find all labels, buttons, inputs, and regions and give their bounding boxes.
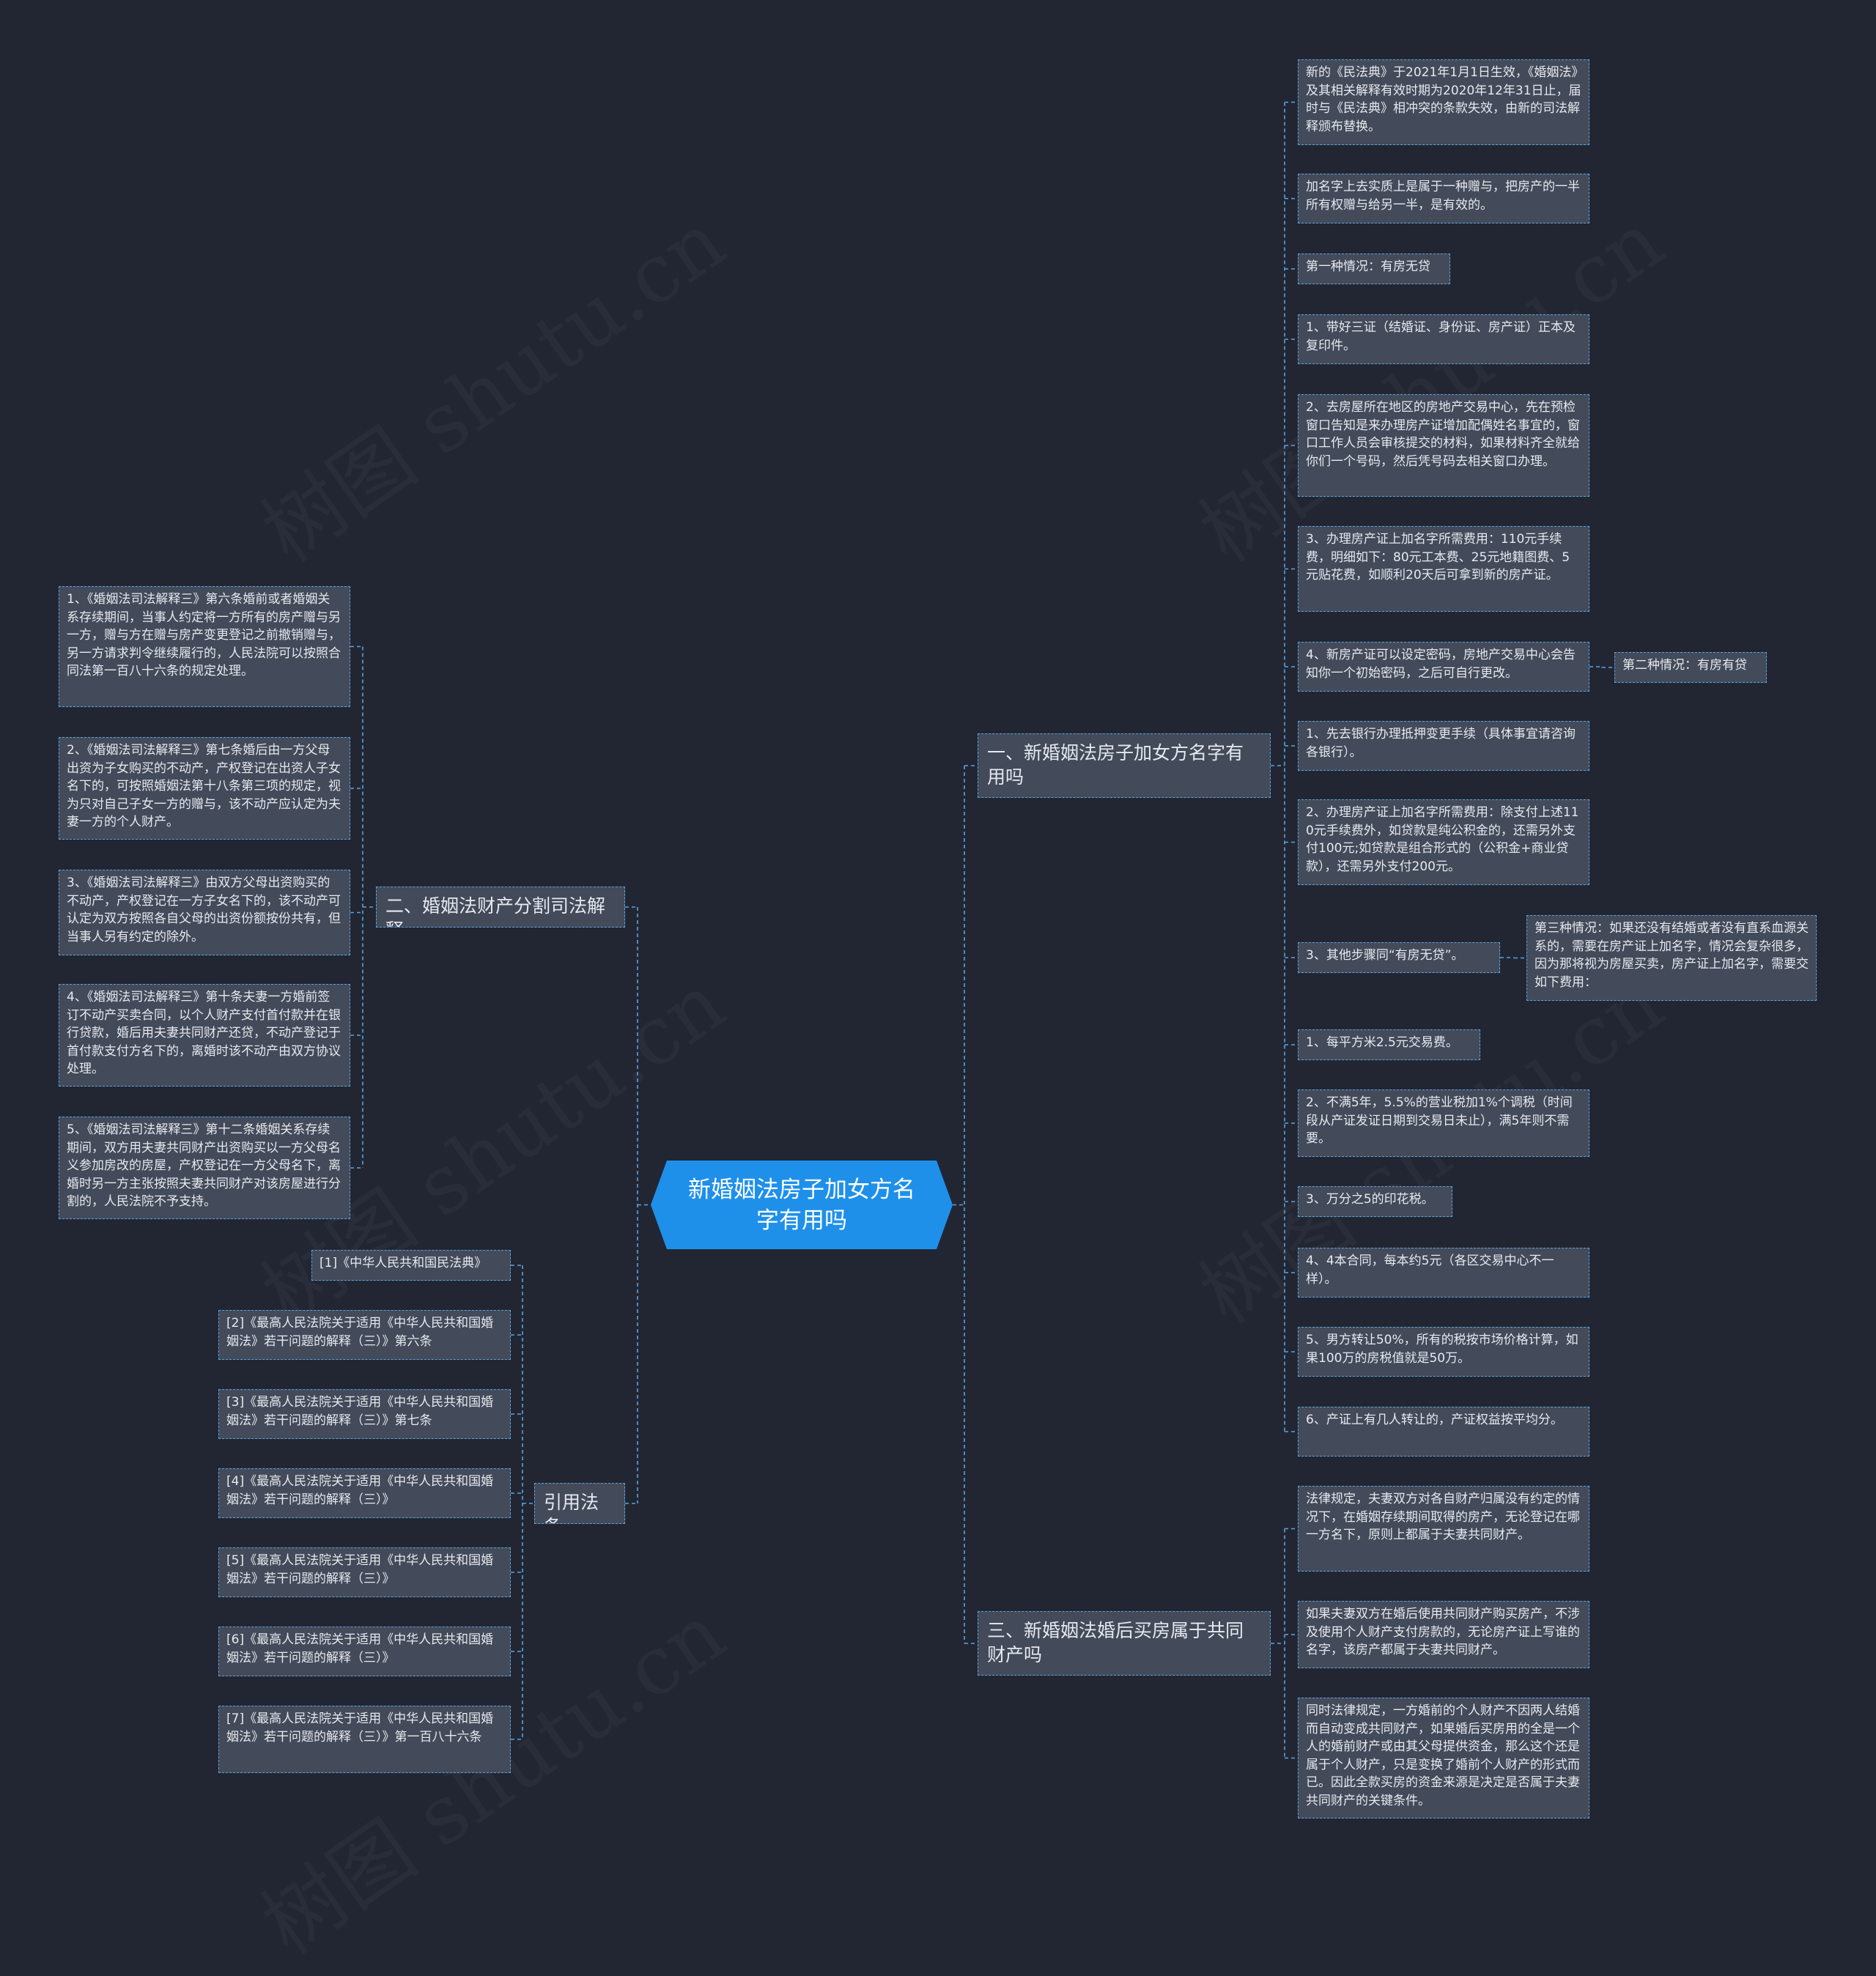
branch-house-name[interactable]: 一、新婚姻法房子加女方名字有用吗 [978,733,1271,798]
list-item[interactable]: [4]《最高人民法院关于适用《中华人民共和国婚姻法》若干问题的解释（三）》 [218,1468,511,1518]
list-item[interactable]: 如果夫妻双方在婚后使用共同财产购买房产，不涉及使用个人财产支付房款的，无论房产证… [1298,1601,1589,1668]
list-item[interactable]: 第一种情况：有房无贷 [1298,254,1450,284]
list-item[interactable]: 6、产证上有几人转让的，产证权益按平均分。 [1298,1407,1589,1457]
list-item[interactable]: 3、万分之5的印花税。 [1298,1186,1452,1217]
list-item[interactable]: 2、办理房产证上加名字所需费用：除支付上述110元手续费外，如贷款是纯公积金的，… [1298,799,1589,885]
branch-property-division[interactable]: 二、婚姻法财产分割司法解释 [376,887,625,928]
list-item[interactable]: 1、每平方米2.5元交易费。 [1298,1029,1480,1060]
list-item[interactable]: [5]《最高人民法院关于适用《中华人民共和国婚姻法》若干问题的解释（三）》 [218,1547,511,1597]
list-item[interactable]: 2、不满5年，5.5%的营业税加1%个调税（时间段从产证发证日期到交易日未止），… [1298,1089,1589,1157]
list-item[interactable]: 3、《婚姻法司法解释三》由双方父母出资购买的不动产，产权登记在一方子女名下的，该… [59,870,350,955]
list-item[interactable]: 同时法律规定，一方婚前的个人财产不因两人结婚而自动变成共同财产，如果婚后买房用的… [1298,1698,1589,1818]
list-item[interactable]: 加名字上去实质上是属于一种赠与，把房产的一半所有权赠与给另一半，是有效的。 [1298,174,1589,223]
list-item[interactable]: [6]《最高人民法院关于适用《中华人民共和国婚姻法》若干问题的解释（三）》 [218,1627,511,1676]
list-item[interactable]: 4、新房产证可以设定密码，房地产交易中心会告知你一个初始密码，之后可自行更改。 [1298,642,1589,692]
list-item[interactable]: 4、4本合同，每本约5元（各区交易中心不一样）。 [1298,1248,1589,1298]
list-item[interactable]: 3、其他步骤同“有房无贷”。 [1298,942,1500,973]
list-item[interactable]: [2]《最高人民法院关于适用《中华人民共和国婚姻法》若干问题的解释（三）》第六条 [218,1310,511,1360]
list-item[interactable]: 3、办理房产证上加名字所需费用：110元手续费，明细如下：80元工本费、25元地… [1298,526,1589,612]
list-item[interactable]: 1、《婚姻法司法解释三》第六条婚前或者婚姻关系存续期间，当事人约定将一方所有的房… [59,586,350,707]
list-item[interactable]: 新的《民法典》于2021年1月1日生效，《婚姻法》及其相关解释有效时期为2020… [1298,59,1589,145]
list-item[interactable]: [3]《最高人民法院关于适用《中华人民共和国婚姻法》若干问题的解释（三）》第七条 [218,1389,511,1439]
list-item[interactable]: 2、去房屋所在地区的房地产交易中心，先在预检窗口告知是来办理房产证增加配偶姓名事… [1298,394,1589,497]
list-item[interactable]: [7]《最高人民法院关于适用《中华人民共和国婚姻法》若干问题的解释（三）》第一百… [218,1706,511,1773]
list-item[interactable]: [1]《中华人民共和国民法典》 [311,1250,511,1281]
branch-joint-property[interactable]: 三、新婚姻法婚后买房属于共同财产吗 [978,1611,1271,1676]
connector-lines [350,101,1614,1759]
third-case-label[interactable]: 第三种情况：如果还没有结婚或者没有直系血源关系的，需要在房产证上加名字，情况会复… [1526,915,1817,1001]
list-item[interactable]: 法律规定，夫妻双方对各自财产归属没有约定的情况下，在婚姻存续期间取得的房产，无论… [1298,1486,1589,1572]
list-item[interactable]: 5、男方转让50%，所有的税按市场价格计算，如果100万的房税值就是50万。 [1298,1327,1589,1377]
list-item[interactable]: 5、《婚姻法司法解释三》第十二条婚姻关系存续期间，双方用夫妻共同财产出资购买以一… [59,1117,350,1219]
second-case-label[interactable]: 第二种情况：有房有贷 [1614,652,1767,683]
branch-cited-laws[interactable]: 引用法条 [534,1483,625,1524]
list-item[interactable]: 1、先去银行办理抵押变更手续（具体事宜请咨询各银行）。 [1298,721,1589,771]
root-topic[interactable]: 新婚姻法房子加女方名字有用吗 [651,1161,953,1249]
list-item[interactable]: 2、《婚姻法司法解释三》第七条婚后由一方父母出资为子女购买的不动产，产权登记在出… [59,737,350,840]
list-item[interactable]: 4、《婚姻法司法解释三》第十条夫妻一方婚前签订不动产买卖合同，以个人财产支付首付… [59,984,350,1087]
list-item[interactable]: 1、带好三证（结婚证、身份证、房产证）正本及复印件。 [1298,314,1589,364]
